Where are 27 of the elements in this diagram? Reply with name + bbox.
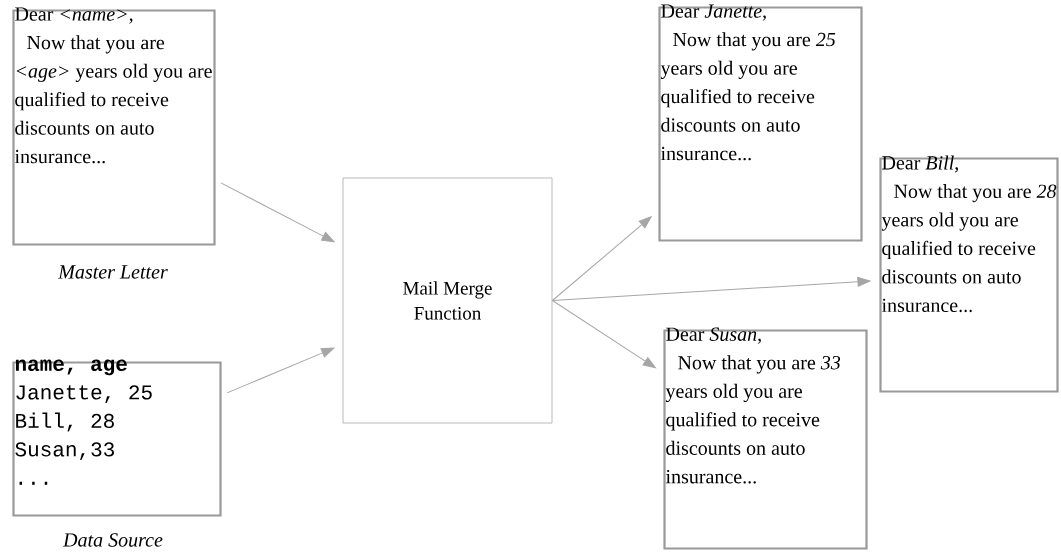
node-label: Master Letter — [58, 265, 168, 279]
letter-box — [879, 155, 1059, 393]
salutation: Dear <name>, — [15, 7, 133, 24]
data-row: Bill, 28 — [16, 412, 114, 432]
salutation: Dear Bill, — [882, 155, 958, 173]
arrow — [220, 182, 335, 243]
salutation: Dear Janette, — [661, 4, 766, 21]
arrow — [226, 347, 335, 394]
arrow — [551, 276, 871, 301]
data-row: Susan,33 — [15, 442, 114, 460]
process-label: Mail Merge Function — [403, 281, 492, 320]
letter-body: Now that you are 28 years old you are qualified to receive discounts on auto insurance... — [881, 184, 1057, 313]
arrow — [551, 300, 656, 369]
letter-box — [12, 7, 216, 246]
letter-body: Now that you are 33 years old you are qualified to receive discounts on auto insurance... — [665, 355, 841, 484]
process-box — [342, 177, 553, 424]
column-header: name, age — [15, 359, 127, 376]
letter-body: Now that you are 25 years old you are qualified to receive discounts on auto insurance... — [660, 32, 836, 161]
data-table-box — [12, 359, 222, 517]
node-label: Data Source — [62, 533, 163, 547]
salutation: Dear Susan, — [666, 327, 761, 344]
letter-box — [663, 327, 868, 550]
letter-box — [658, 4, 863, 242]
data-row: Janette, 25 — [16, 385, 152, 404]
data-row: ... — [19, 481, 48, 485]
arrow — [551, 216, 652, 301]
letter-body: Now that you are <age> years old you are qualified to receive discounts on auto insurance... — [14, 35, 212, 164]
